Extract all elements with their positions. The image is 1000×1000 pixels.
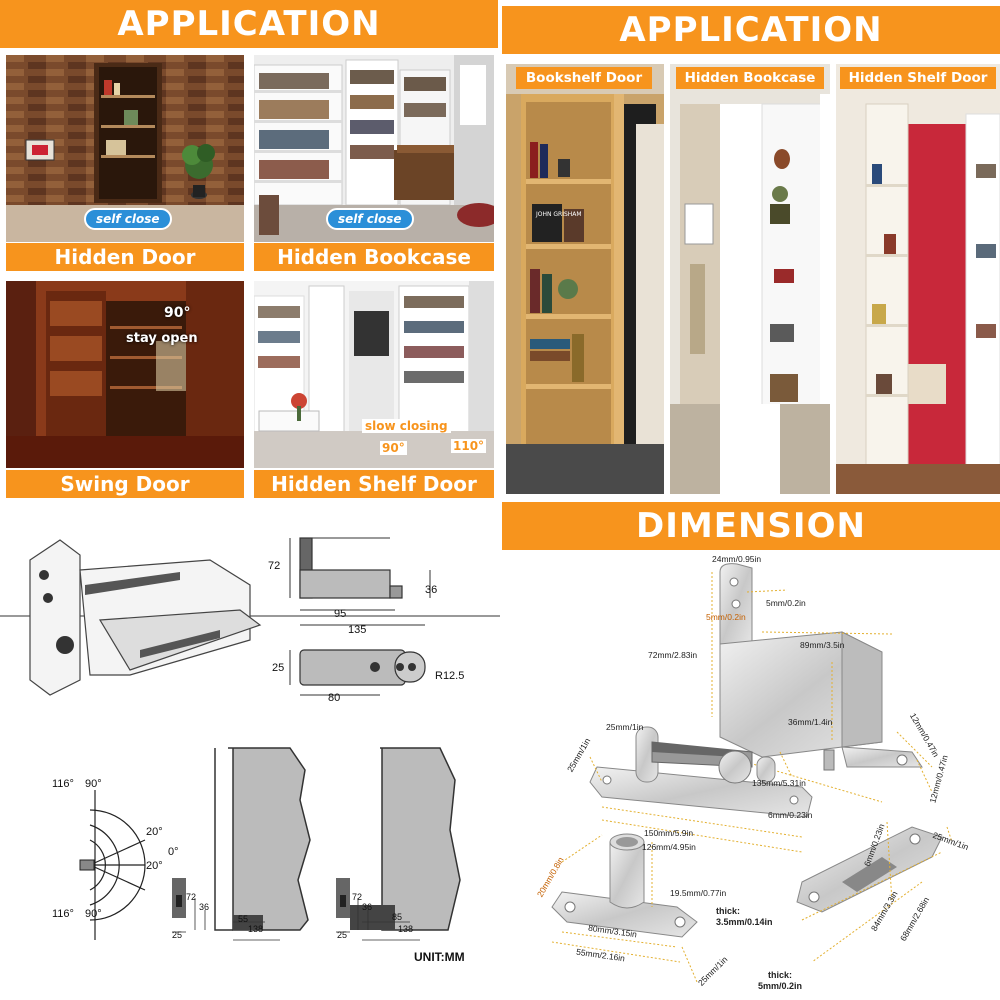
hidden-bookcase-right-illustration xyxy=(670,64,830,494)
self-close-badge: self close xyxy=(326,208,414,230)
dim-thick-b: 5mm/0.2in xyxy=(758,981,803,991)
dim-height-36: 36mm/1.4in xyxy=(788,717,833,727)
angle-20-bottom: 20° xyxy=(146,860,163,872)
dim-thick-a: 3.5mm/0.14in xyxy=(716,917,773,927)
tag-hidden-bookcase: Hidden Bookcase xyxy=(676,67,824,89)
tag-hidden-shelf-door: Hidden Shelf Door xyxy=(840,67,996,89)
photo-bookshelf-door: JOHN GRISHAM xyxy=(506,64,664,494)
dim-hole-5b: 5mm/0.2in xyxy=(706,612,746,622)
slow-closing-overlay: slow closing xyxy=(362,419,451,433)
dim-len150: 150mm/5.9in xyxy=(644,828,694,838)
thick-label-a: thick: xyxy=(716,906,741,916)
right-install-138: 138 xyxy=(398,924,414,934)
dim-r12-5: R12.5 xyxy=(435,670,465,682)
tag-bookshelf-door: Bookshelf Door xyxy=(516,67,652,89)
right-install-25: 25 xyxy=(337,930,348,940)
dim-len126: 126mm/4.95in xyxy=(642,842,696,852)
angle-20-top: 20° xyxy=(146,826,163,838)
dim-h19: 19.5mm/0.77in xyxy=(670,888,727,898)
right-install-72: 72 xyxy=(352,892,363,902)
photo-hidden-shelf-door-right xyxy=(836,64,1000,494)
left-install-36: 36 xyxy=(199,902,210,912)
photo-swing-door: 90° stay open xyxy=(6,281,244,468)
dim-w6a: 6mm/0.23in xyxy=(768,810,813,820)
dim-w25b: 25mm/1in xyxy=(606,722,644,732)
photo-hidden-bookcase: self close xyxy=(254,55,494,242)
stay-open-overlay: stay open xyxy=(126,331,198,346)
self-close-badge: self close xyxy=(84,208,172,230)
bookshelf-door-illustration: JOHN GRISHAM xyxy=(506,64,664,494)
left-install-25: 25 xyxy=(172,930,183,940)
angle-90-top: 90° xyxy=(85,778,102,790)
left-application-banner: APPLICATION xyxy=(0,0,498,48)
angle-90-overlay: 90° xyxy=(380,441,407,455)
dim-135: 135 xyxy=(348,624,367,636)
dim-95: 95 xyxy=(334,608,347,620)
left-install-138: 138 xyxy=(248,924,264,934)
angle-0: 0° xyxy=(168,846,179,858)
dim-length-135: 135mm/5.31in xyxy=(752,778,806,788)
angle-116-top: 116° xyxy=(52,778,74,790)
dim-top-width: 24mm/0.95in xyxy=(712,554,762,564)
dim-72: 72 xyxy=(268,560,281,572)
dimension-diagram: 24mm/0.95in 5mm/0.2in 5mm/0.2in 89mm/3.5… xyxy=(502,552,1000,1000)
hinge-parts-illustration xyxy=(551,563,953,983)
dim-80: 80 xyxy=(328,692,341,704)
photo-hidden-door: self close xyxy=(6,55,244,242)
left-install-55: 55 xyxy=(238,914,249,924)
right-application-banner: APPLICATION xyxy=(502,6,1000,54)
caption-hidden-bookcase: Hidden Bookcase xyxy=(254,243,494,271)
unit-label: UNIT:MM xyxy=(414,950,465,964)
right-install-36: 36 xyxy=(362,902,373,912)
hidden-shelf-door-illustration xyxy=(254,281,494,468)
book-author-text: JOHN GRISHAM xyxy=(535,211,582,218)
swing-door-illustration xyxy=(6,281,244,468)
angle-90-overlay: 90° xyxy=(164,305,191,321)
drawing-lines xyxy=(0,537,500,941)
caption-swing-door: Swing Door xyxy=(6,470,244,498)
technical-drawing: 72 36 95 135 25 80 R12.5 116° 90° 20° 0°… xyxy=(0,500,500,1000)
angle-110-overlay: 110° xyxy=(451,439,487,453)
dim-height-72: 72mm/2.83in xyxy=(648,650,698,660)
dim-25: 25 xyxy=(272,662,285,674)
photo-hidden-shelf-door: slow closing 90° 110° xyxy=(254,281,494,468)
dimension-banner: DIMENSION xyxy=(502,502,1000,550)
hidden-door-illustration xyxy=(6,55,244,242)
hidden-shelf-door-right-illustration xyxy=(836,64,1000,494)
angle-116-bottom: 116° xyxy=(52,908,74,920)
left-install-72: 72 xyxy=(186,892,197,902)
caption-hidden-door: Hidden Door xyxy=(6,243,244,271)
photo-hidden-bookcase-right xyxy=(670,64,830,494)
thick-label-b: thick: xyxy=(768,970,793,980)
right-install-85: 85 xyxy=(392,912,403,922)
dim-36: 36 xyxy=(425,584,438,596)
dim-length-89: 89mm/3.5in xyxy=(800,640,845,650)
caption-hidden-shelf-door: Hidden Shelf Door xyxy=(254,470,494,498)
angle-90-bottom: 90° xyxy=(85,908,102,920)
dim-hole-5a: 5mm/0.2in xyxy=(766,598,806,608)
